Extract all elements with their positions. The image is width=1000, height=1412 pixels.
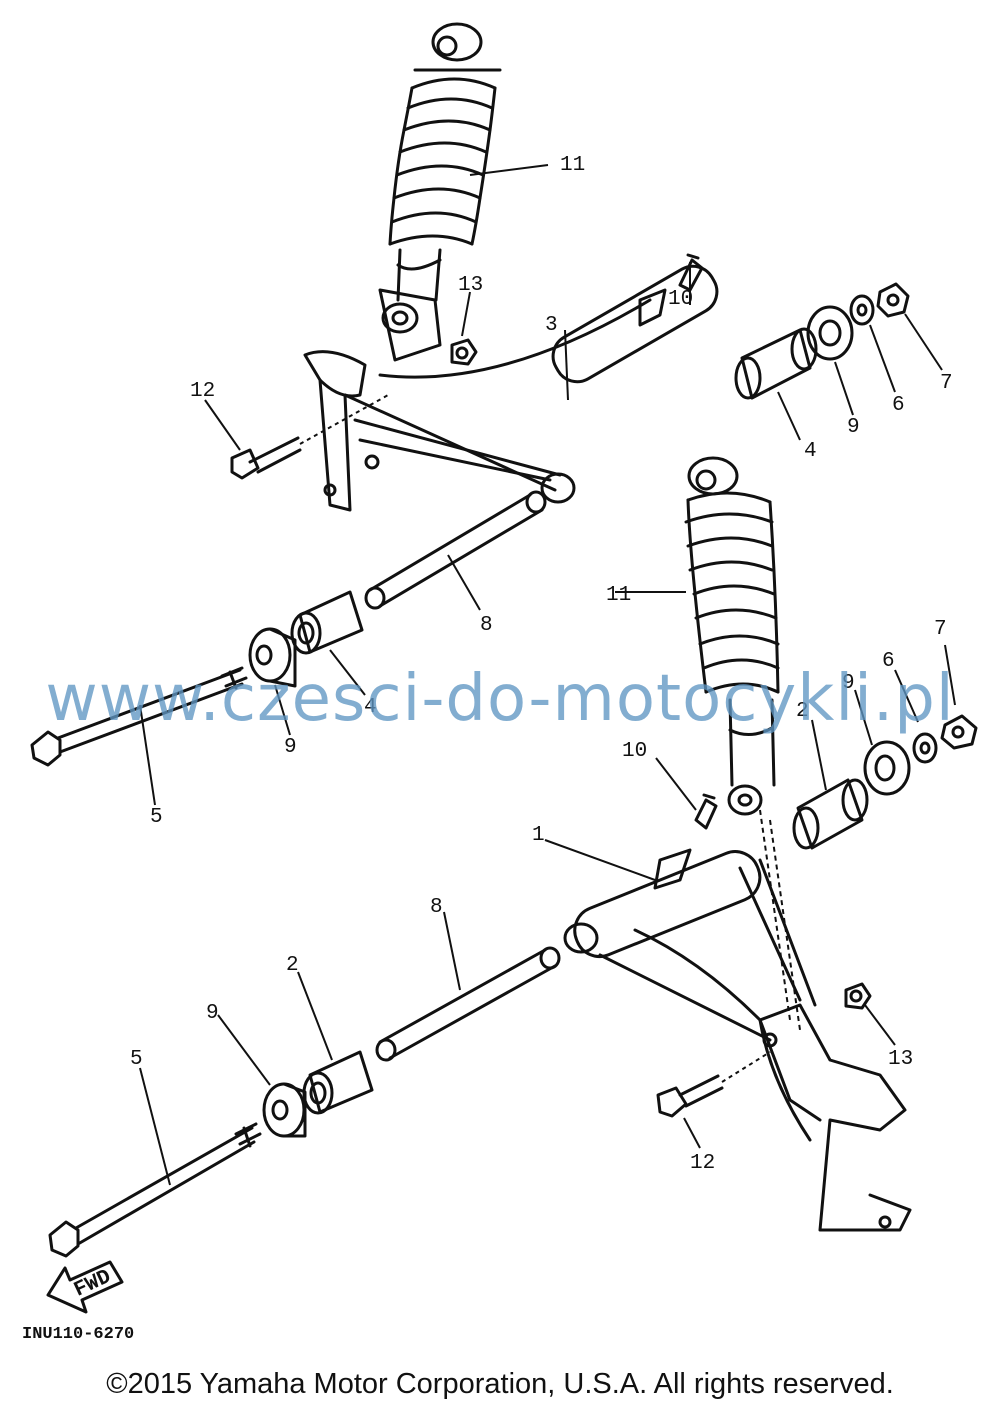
callout-5-lower: 5 xyxy=(130,1048,143,1071)
callout-4-upper-left: 4 xyxy=(364,696,377,719)
callout-7-upper: 7 xyxy=(940,372,953,395)
lower-pivot-collar-8 xyxy=(375,946,561,1062)
callout-9-upper-right: 9 xyxy=(847,416,860,439)
callout-9-lower-right: 9 xyxy=(842,672,855,695)
fwd-label: FWD xyxy=(71,1266,115,1303)
lower-grease-nipple-10 xyxy=(694,793,718,830)
callout-11-lower: 11 xyxy=(606,584,631,607)
callout-11-upper: 11 xyxy=(560,154,585,177)
callout-6-upper: 6 xyxy=(892,394,905,417)
callout-7-lower: 7 xyxy=(934,618,947,641)
lower-long-bolt-5 xyxy=(48,1122,262,1258)
fwd-arrow-icon: FWD xyxy=(46,1260,124,1314)
copyright-notice: ©2015 Yamaha Motor Corporation, U.S.A. A… xyxy=(106,1368,894,1400)
upper-pivot-collar-8 xyxy=(364,490,547,610)
lower-bolt-12 xyxy=(656,1051,771,1118)
callout-9-upper-left: 9 xyxy=(284,736,297,759)
callout-13-lower: 13 xyxy=(888,1048,913,1071)
callout-12-upper: 12 xyxy=(190,380,215,403)
callout-8-upper: 8 xyxy=(480,614,493,637)
leader-lines xyxy=(139,164,956,1186)
callout-2-lower-right: 2 xyxy=(796,700,809,723)
upper-grease-nipple-10 xyxy=(678,253,704,292)
callout-1: 1 xyxy=(532,824,545,847)
callout-10-upper: 10 xyxy=(668,288,693,311)
upper-left-washer-9 xyxy=(248,627,297,688)
callout-12-lower: 12 xyxy=(690,1152,715,1175)
callout-9-lower-left: 9 xyxy=(206,1002,219,1025)
upper-shock-absorber xyxy=(381,22,502,334)
callout-3: 3 xyxy=(545,314,558,337)
callout-10-lower: 10 xyxy=(622,740,647,763)
callout-4-upper-right: 4 xyxy=(804,440,817,463)
callout-8-lower: 8 xyxy=(430,896,443,919)
lower-nut-13 xyxy=(844,982,872,1010)
upper-bolt-12 xyxy=(230,393,391,480)
upper-left-bushing-4 xyxy=(290,590,364,655)
callout-5-upper: 5 xyxy=(150,806,163,829)
lower-right-bushing-stack xyxy=(792,714,978,850)
upper-right-bushing-stack xyxy=(734,282,910,400)
lower-left-bushing-2 xyxy=(302,1050,374,1115)
callout-13-upper: 13 xyxy=(458,274,483,297)
lower-shock-absorber xyxy=(684,456,801,1031)
upper-nut-13 xyxy=(450,338,478,366)
upper-long-bolt-5 xyxy=(30,666,248,767)
diagram-code: INU110-6270 xyxy=(22,1325,135,1344)
lower-left-washer-9 xyxy=(262,1082,307,1138)
upper-a-arm xyxy=(303,264,719,512)
callout-2-lower-left: 2 xyxy=(286,954,299,977)
lower-a-arm xyxy=(563,848,912,1232)
callout-labels: 11 13 3 10 4 9 6 7 12 8 4 9 5 11 2 9 6 7… xyxy=(130,154,953,1175)
watermark: www.czesci-do-motocykli.pl xyxy=(45,662,955,736)
callout-6-lower: 6 xyxy=(882,650,895,673)
